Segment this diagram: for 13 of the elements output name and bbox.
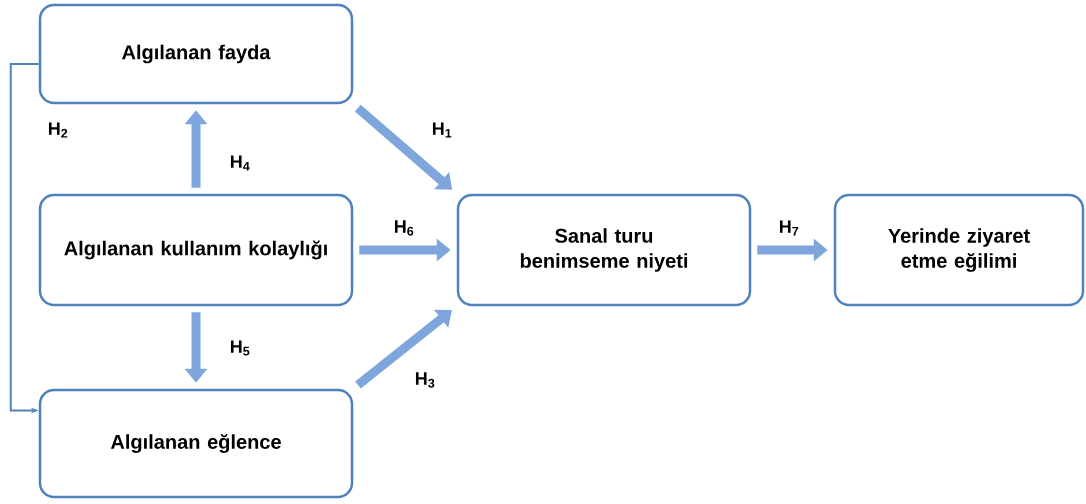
edge-label: H$_{3}$	[415, 372, 435, 388]
concept-box: Algılanan fayda	[38, 3, 354, 105]
block-arrow	[355, 309, 452, 389]
edge-label: H$_{6}$	[394, 220, 414, 236]
concept-box: Algılanan kullanım kolaylığı	[38, 193, 354, 307]
edge-label: H$_{2}$	[48, 122, 68, 138]
edge-label: H$_{4}$	[230, 155, 250, 171]
edge-label: H$_{7}$	[779, 220, 799, 236]
concept-box: Sanal turu benimseme niyeti	[456, 193, 752, 307]
concept-box: Algılanan eğlence	[38, 388, 354, 499]
concept-box: Yerinde ziyaret etme eğilimi	[833, 193, 1085, 307]
edge-label: H$_{1}$	[432, 122, 452, 138]
edge-label: H$_{5}$	[230, 340, 250, 356]
